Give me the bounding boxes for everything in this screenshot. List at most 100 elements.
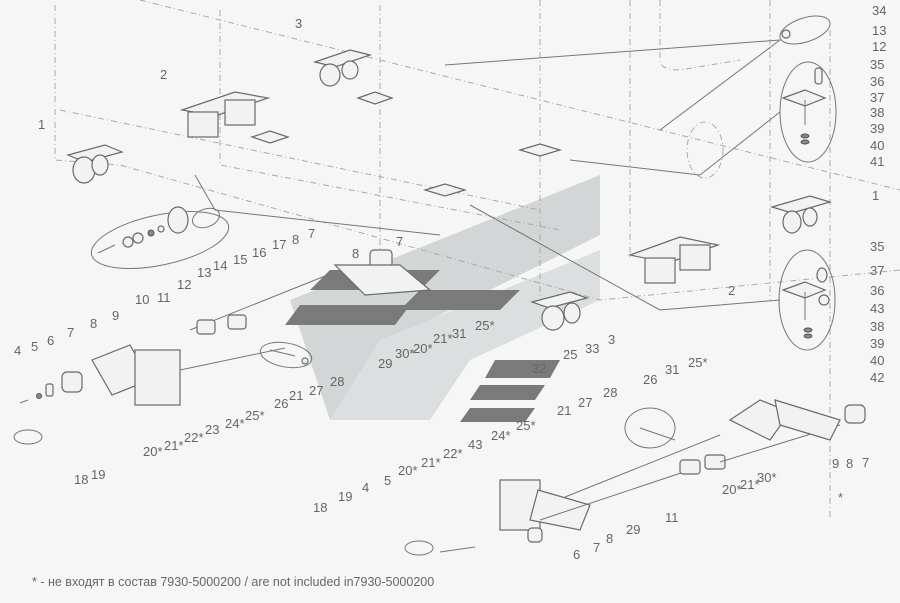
callout-3: 3: [295, 16, 303, 31]
callout-13: 13: [872, 23, 887, 38]
callout-8: 8: [90, 316, 98, 331]
callout-37-b: 37: [870, 263, 885, 278]
callout-31-br: 31: [665, 362, 680, 377]
footnote: * - не входят в состав 7930-5000200 / ar…: [32, 575, 435, 589]
callout-17: 17: [272, 237, 287, 252]
callout-11-br: 11: [665, 510, 679, 525]
callout-24: 24*: [225, 416, 245, 431]
callout-39-b: 39: [870, 336, 885, 351]
callout-20-br2: 20*: [722, 482, 742, 497]
callout-36: 36: [870, 74, 885, 89]
callout-9-br: 9: [832, 456, 840, 471]
callout-2-right: 2: [728, 283, 736, 298]
callout-38-b: 38: [870, 319, 885, 334]
callout-34: 34: [872, 3, 887, 18]
callout-38: 38: [870, 105, 885, 120]
callout-22-br: 22*: [443, 446, 463, 461]
callout-23: 23: [205, 422, 220, 437]
callout-30-center: 30*: [395, 346, 415, 361]
callout-3-center: 3: [608, 332, 616, 347]
callout-20-center: 20*: [413, 341, 433, 356]
callout-42: 42: [870, 370, 885, 385]
callout-33: 33: [585, 341, 600, 356]
callout-29-center: 29: [378, 356, 393, 371]
center-linkage: [189, 249, 432, 335]
callout-2: 2: [160, 67, 168, 82]
callout-7-br: 7: [593, 540, 601, 555]
callout-14: 14: [213, 258, 228, 273]
callout-12-left: 12: [177, 277, 192, 292]
callout-25-b: 25: [563, 347, 578, 362]
callout-asterisk: *: [838, 490, 844, 505]
callout-28: 28: [330, 374, 345, 389]
callout-37: 37: [870, 90, 885, 105]
inset-left: [90, 206, 230, 269]
callout-6: 6: [47, 333, 55, 348]
left-valve-assembly: [13, 341, 313, 445]
callout-43-b: 43: [870, 301, 885, 316]
callout-21-center: 21*: [433, 331, 453, 346]
callout-7-top: 7: [308, 226, 316, 241]
callout-20: 20*: [143, 444, 163, 459]
bracket-3-top: [312, 49, 373, 87]
callout-40: 40: [870, 138, 885, 153]
callout-8-br2: 8: [846, 456, 854, 471]
callout-25-center: 25*: [475, 318, 495, 333]
callout-19: 19: [91, 467, 106, 482]
callout-25-br2: 25*: [516, 418, 536, 433]
inset-middle-right: [778, 249, 836, 351]
callout-27-br: 27: [578, 395, 593, 410]
callout-7-br2: 7: [862, 455, 870, 470]
callout-26: 26: [274, 396, 289, 411]
callout-9: 9: [112, 308, 120, 323]
callout-1-right: 1: [872, 188, 880, 203]
callout-18: 18: [74, 472, 89, 487]
callout-21-br: 21: [557, 403, 572, 418]
callout-7: 7: [67, 325, 75, 340]
callout-32: 32: [532, 361, 547, 376]
callout-5-br: 5: [384, 473, 392, 488]
callout-26-br: 26: [643, 372, 658, 387]
callout-4-br: 4: [362, 480, 370, 495]
callout-22: 22*: [184, 430, 204, 445]
callout-27: 27: [309, 383, 324, 398]
mounting-pads: [250, 91, 563, 197]
right-valve-assembly: [404, 399, 866, 556]
callout-40-b: 40: [870, 353, 885, 368]
callout-25: 25*: [245, 408, 265, 423]
bracket-1-right: [769, 195, 833, 234]
callout-31-center: 31: [452, 326, 467, 341]
bracket-1-left: [66, 144, 124, 184]
callout-5: 5: [31, 339, 39, 354]
callout-21-br2: 21*: [421, 455, 441, 470]
callout-15: 15: [233, 252, 248, 267]
callout-30-br: 30*: [757, 470, 777, 485]
bracket-2-right: [627, 236, 721, 284]
callout-8-center: 8: [352, 246, 360, 261]
callout-8-top: 8: [292, 232, 300, 247]
callout-13-left: 13: [197, 265, 212, 280]
callout-43-br: 43: [468, 437, 483, 452]
cab-outline: [54, 0, 900, 520]
callout-20-br: 20*: [398, 463, 418, 478]
callout-29-br: 29: [626, 522, 641, 537]
callout-16: 16: [252, 245, 267, 260]
callout-21-b: 21: [289, 388, 304, 403]
callout-35: 35: [870, 57, 885, 72]
callout-7-center: 7: [396, 234, 404, 249]
callout-21-br3: 21*: [740, 477, 760, 492]
callout-19-br: 19: [338, 489, 353, 504]
callout-36-b: 36: [870, 283, 885, 298]
callout-4: 4: [14, 343, 22, 358]
callout-12: 12: [872, 39, 887, 54]
callout-24-br: 24*: [491, 428, 511, 443]
callout-1: 1: [38, 117, 46, 132]
callout-18-br: 18: [313, 500, 328, 515]
bracket-3-center: [529, 291, 590, 331]
callout-6-br: 6: [573, 547, 581, 562]
callout-39: 39: [870, 121, 885, 136]
callout-8-br: 8: [606, 531, 614, 546]
callout-11: 11: [157, 290, 171, 305]
